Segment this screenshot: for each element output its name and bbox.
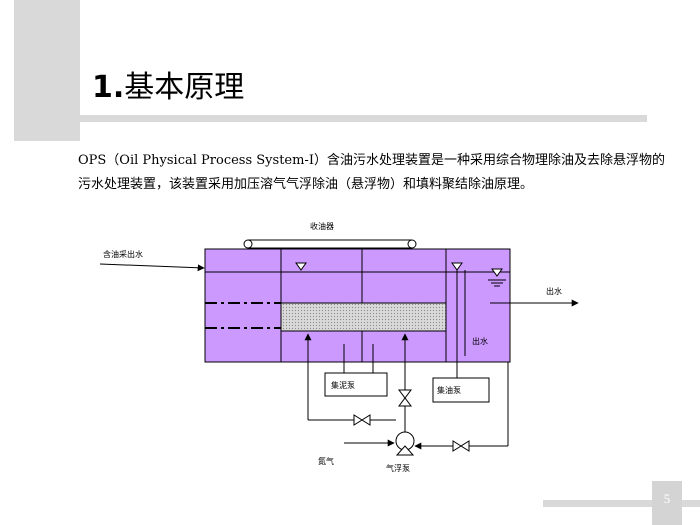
pump-icon [395,431,415,456]
flotation-pump-label: 气浮泵 [386,463,410,473]
oil-pump-label: 集油泵 [437,385,461,395]
water-level-triangle-icon [488,268,506,287]
nitrogen-label: 氮气 [318,456,334,466]
outlet-label: 出水 [546,286,562,296]
title-underline-bar [80,115,647,122]
sludge-pump-label: 集泥泵 [331,380,355,390]
outlet-inner-label: 出水 [472,336,488,346]
valve-icon [452,440,470,452]
title-number: 1. [92,70,125,105]
page-number-box [652,481,682,525]
coalescing-media [280,302,447,332]
water-level-triangle-icon [295,262,307,271]
inlet-label: 含油采出水 [103,249,143,259]
sludge-pump-box [324,372,388,397]
footer-bar [543,500,700,507]
valve-icon [398,389,412,407]
description-paragraph: OPS（Oil Physical Process System-Ⅰ）含油污水处理… [78,153,665,192]
valve-icon [353,414,371,426]
title-text: 基本原理 [124,70,245,105]
oil-pump-box [432,377,490,403]
decorative-block [14,0,80,141]
page-number: 5 [663,491,671,506]
oil-collector-label: 收油器 [310,221,334,231]
inlet-arrow [99,263,205,272]
oil-collector [243,239,417,249]
water-level-triangle-icon [451,262,463,271]
page-title: 1.基本原理 [92,66,244,110]
